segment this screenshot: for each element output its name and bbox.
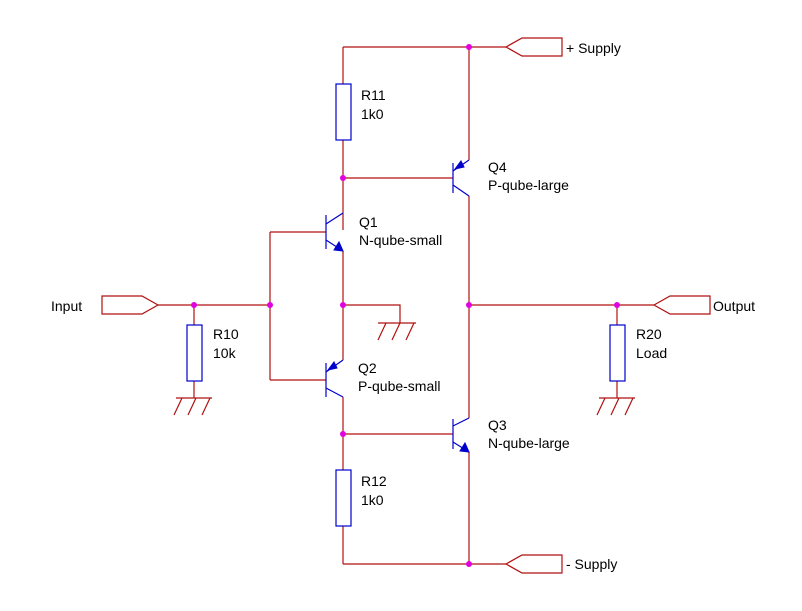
- r12-ref: R12: [361, 473, 387, 489]
- r20-value: Load: [636, 345, 667, 361]
- r11-value: 1k0: [361, 106, 384, 122]
- ground-icon: [377, 322, 416, 341]
- resistor-r10: R10 10k: [186, 324, 239, 382]
- junction-dot: [466, 561, 472, 567]
- port-input: Input: [51, 295, 160, 315]
- wire-mid-ground: [343, 304, 401, 323]
- transistor-q1: Q1 N-qube-small: [325, 212, 442, 252]
- r20-ref: R20: [636, 326, 662, 342]
- q4-emitter-arrow-icon: [453, 160, 465, 170]
- transistor-q2: Q2 P-qube-small: [325, 359, 440, 398]
- resistor-r11: R11 1k0: [335, 83, 386, 141]
- q4-ref: Q4: [488, 159, 507, 175]
- r10-value: 10k: [213, 345, 237, 361]
- plus-supply-label: + Supply: [566, 40, 621, 56]
- q2-ref: Q2: [358, 360, 377, 376]
- junction-dot: [340, 431, 346, 437]
- transistor-q4: Q4 P-qube-large: [452, 159, 569, 197]
- minus-supply-label: - Supply: [566, 556, 617, 572]
- r11-ref: R11: [361, 87, 386, 103]
- junction-dot: [466, 44, 472, 50]
- q3-emitter-arrow-icon: [459, 441, 470, 453]
- ground-icon: [173, 397, 212, 416]
- junction-dot: [191, 302, 197, 308]
- port-minus-supply: - Supply: [504, 554, 617, 574]
- q1-ref: Q1: [359, 214, 378, 230]
- resistor-r20: R20 Load: [609, 324, 667, 382]
- transistor-q3: Q3 N-qube-large: [452, 417, 570, 453]
- q2-emitter-arrow-icon: [326, 361, 338, 371]
- junction-dot: [614, 302, 620, 308]
- junction-dot: [340, 302, 346, 308]
- r12-value: 1k0: [361, 492, 384, 508]
- junctions: [191, 44, 620, 567]
- port-plus-supply: + Supply: [504, 37, 621, 57]
- input-label: Input: [51, 298, 82, 314]
- junction-dot: [466, 302, 472, 308]
- q2-value: P-qube-small: [358, 378, 440, 394]
- junction-dot: [267, 302, 273, 308]
- q1-emitter-arrow-icon: [333, 240, 344, 252]
- q4-value: P-qube-large: [488, 177, 569, 193]
- wires: [158, 46, 654, 565]
- r10-ref: R10: [213, 326, 239, 342]
- port-output: Output: [652, 295, 755, 315]
- ground-icon: [596, 397, 635, 416]
- resistor-r12: R12 1k0: [335, 469, 387, 527]
- q3-value: N-qube-large: [488, 435, 570, 451]
- junction-dot: [340, 175, 346, 181]
- output-label: Output: [713, 298, 755, 314]
- q1-value: N-qube-small: [359, 232, 442, 248]
- q3-ref: Q3: [488, 417, 507, 433]
